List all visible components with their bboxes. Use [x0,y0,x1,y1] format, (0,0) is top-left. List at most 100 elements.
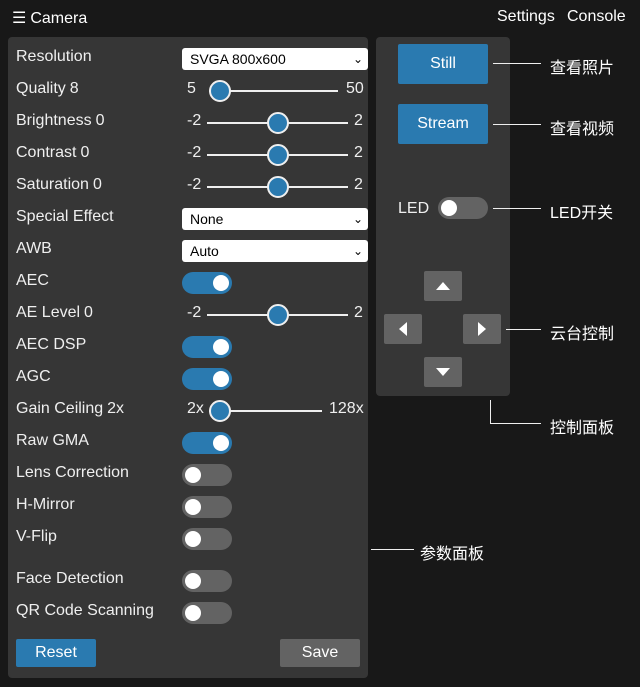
menu-toggle[interactable]: ☰Camera [12,8,87,28]
gain-ceiling-value: 2x [107,400,125,417]
reset-button[interactable]: Reset [16,639,96,667]
special-effect-value: None [190,211,224,227]
awb-label: AWB [16,240,52,257]
quality-value: 8 [69,80,79,97]
callout-line [506,329,541,330]
h-mirror-row: H-Mirror [16,492,361,520]
ptz-down-button[interactable] [424,357,462,387]
quality-slider-thumb[interactable] [209,80,231,102]
v-flip-toggle[interactable] [182,528,232,550]
qr-scanning-row: QR Code Scanning [16,598,361,626]
special-effect-label: Special Effect [16,208,114,225]
lens-correction-row: Lens Correction [16,460,361,488]
arrow-right-icon [478,322,486,336]
toggle-knob [213,371,229,387]
annotation-still: 查看照片 [550,60,615,77]
ae-level-min: -2 [187,304,202,321]
raw-gma-toggle[interactable] [182,432,232,454]
ae-level-max: 2 [354,304,363,321]
aec-row: AEC [16,268,361,296]
ae-level-value: 0 [84,304,93,321]
lens-correction-toggle[interactable] [182,464,232,486]
saturation-min: -2 [187,176,202,193]
hamburger-icon: ☰ [12,10,27,27]
save-button[interactable]: Save [280,639,360,667]
qr-scanning-toggle[interactable] [182,602,232,624]
callout-line [490,423,541,424]
ptz-left-button[interactable] [384,314,422,344]
gain-ceiling-min: 2x [187,400,204,417]
lens-correction-label: Lens Correction [16,464,129,481]
resolution-select[interactable]: SVGA 800x600 ⌄ [182,48,368,70]
aec-dsp-toggle[interactable] [182,336,232,358]
toggle-knob [185,573,201,589]
resolution-value: SVGA 800x600 [190,51,286,67]
aec-toggle[interactable] [182,272,232,294]
quality-min: 5 [187,80,196,97]
special-effect-select[interactable]: None ⌄ [182,208,368,230]
toggle-knob [213,435,229,451]
annotation-control-panel: 控制面板 [550,420,615,437]
gain-ceiling-max: 128x [329,400,364,417]
arrow-up-icon [436,282,450,290]
gain-ceiling-slider-thumb[interactable] [209,400,231,422]
gain-ceiling-slider-track[interactable] [209,410,322,412]
ptz-right-button[interactable] [463,314,501,344]
top-bar: ☰Camera Settings Console [0,0,640,36]
saturation-value: 0 [92,176,102,193]
annotation-stream: 查看视频 [550,121,615,138]
raw-gma-row: Raw GMA [16,428,361,456]
toggle-knob [185,499,201,515]
brightness-value: 0 [95,112,105,129]
aec-label: AEC [16,272,49,289]
ptz-up-button[interactable] [424,271,462,301]
toggle-knob [213,339,229,355]
face-detection-label: Face Detection [16,570,124,587]
quality-slider-track[interactable] [209,90,338,92]
callout-line [371,549,414,550]
callout-line [490,400,491,424]
toggle-knob [185,467,201,483]
contrast-slider-thumb[interactable] [267,144,289,166]
toggle-knob [185,605,201,621]
toggle-knob [441,200,457,216]
still-button[interactable]: Still [398,44,488,84]
stream-button[interactable]: Stream [398,104,488,144]
annotation-led: LED开关 [550,205,614,222]
saturation-max: 2 [354,176,363,193]
app-title: Camera [30,10,88,27]
led-toggle[interactable] [438,197,488,219]
awb-select[interactable]: Auto ⌄ [182,240,368,262]
brightness-slider-thumb[interactable] [267,112,289,134]
nav-console[interactable]: Console [567,8,626,25]
toggle-knob [185,531,201,547]
nav-settings[interactable]: Settings [497,8,555,25]
resolution-label: Resolution [16,48,92,65]
toggle-knob [213,275,229,291]
saturation-slider-thumb[interactable] [267,176,289,198]
callout-line [493,124,541,125]
qr-scanning-label: QR Code Scanning [16,602,154,619]
aec-dsp-row: AEC DSP [16,332,361,360]
face-detection-toggle[interactable] [182,570,232,592]
v-flip-row: V-Flip [16,524,361,552]
v-flip-label: V-Flip [16,528,57,545]
h-mirror-toggle[interactable] [182,496,232,518]
agc-toggle[interactable] [182,368,232,390]
aec-dsp-label: AEC DSP [16,336,87,353]
awb-row: AWB Auto ⌄ [16,236,368,264]
callout-line [493,63,541,64]
quality-max: 50 [346,80,364,97]
raw-gma-label: Raw GMA [16,432,89,449]
ae-level-slider-thumb[interactable] [267,304,289,326]
